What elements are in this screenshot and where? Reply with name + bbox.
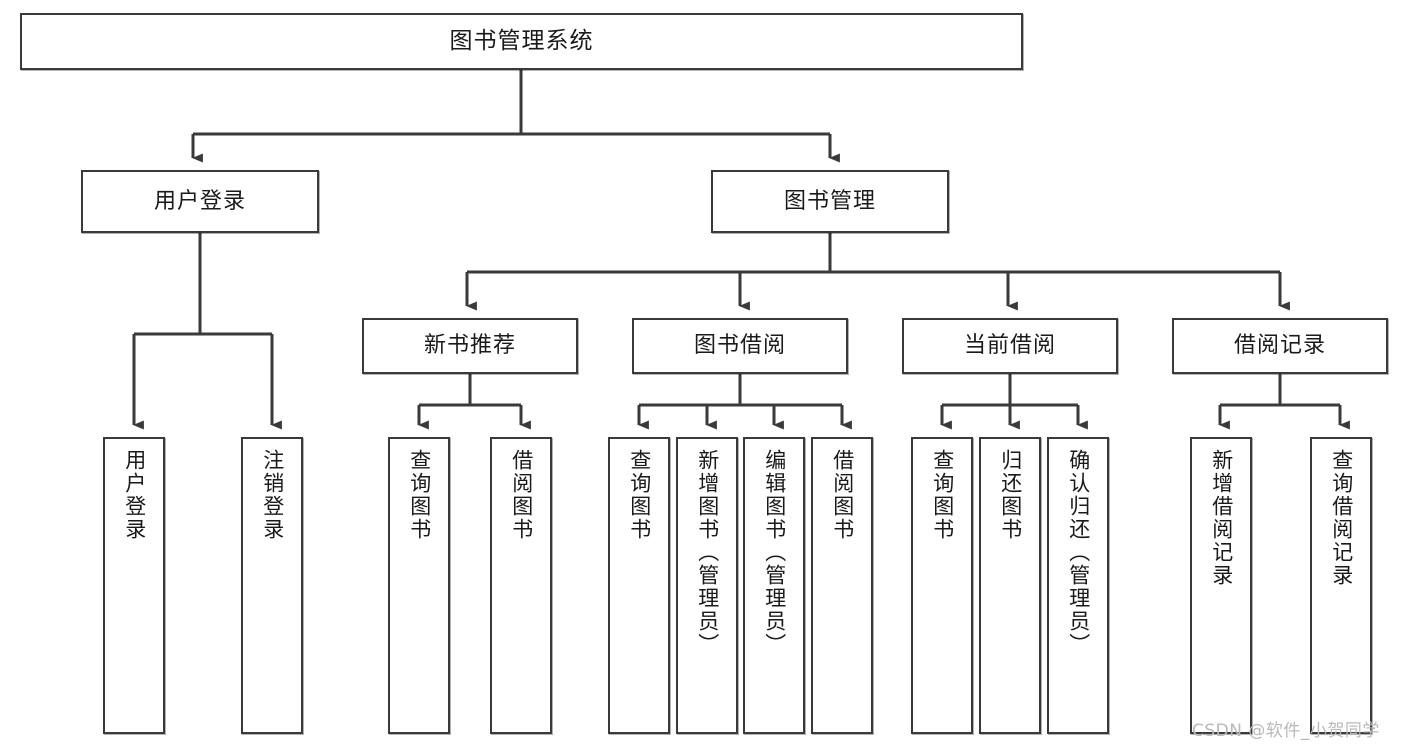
node-user-login[interactable]: 用户登录: [81, 170, 319, 233]
node-label: 新增图书（管理员）: [695, 449, 720, 656]
node-label: 编辑图书（管理员）: [762, 449, 787, 656]
node-label: 新书推荐: [423, 333, 516, 359]
node-label: 借阅图书: [830, 449, 855, 541]
leaf-borrow-record-query[interactable]: 查询借阅记录: [1310, 437, 1372, 734]
leaf-user-login-logout[interactable]: 注销登录: [241, 437, 303, 734]
node-label: 图书管理系统: [449, 27, 594, 54]
node-label: 查询图书: [930, 449, 955, 541]
node-root-system[interactable]: 图书管理系统: [20, 13, 1023, 70]
leaf-current-borrow-return[interactable]: 归还图书: [979, 437, 1041, 734]
node-label: 用户登录: [122, 449, 147, 541]
node-label: 借阅记录: [1233, 333, 1326, 359]
node-label: 当前借阅: [963, 333, 1056, 359]
leaf-borrow-record-add[interactable]: 新增借阅记录: [1190, 437, 1252, 734]
node-label: 新增借阅记录: [1209, 449, 1234, 587]
node-new-book-recommend[interactable]: 新书推荐: [362, 318, 578, 374]
leaf-book-borrow-borrow[interactable]: 借阅图书: [811, 437, 873, 734]
node-book-borrow[interactable]: 图书借阅: [632, 318, 848, 374]
leaf-new-book-query[interactable]: 查询图书: [388, 437, 450, 734]
node-book-management[interactable]: 图书管理: [711, 170, 949, 233]
leaf-new-book-borrow[interactable]: 借阅图书: [490, 437, 552, 734]
leaf-current-borrow-query[interactable]: 查询图书: [911, 437, 973, 734]
node-label: 注销登录: [260, 449, 285, 541]
leaf-user-login-login[interactable]: 用户登录: [103, 437, 165, 734]
csdn-watermark: CSDN @软件_小贺同学: [1192, 721, 1380, 741]
node-label: 确认归还（管理员）: [1066, 449, 1091, 656]
leaf-book-borrow-query[interactable]: 查询图书: [608, 437, 670, 734]
leaf-current-borrow-confirm-return[interactable]: 确认归还（管理员）: [1047, 437, 1109, 734]
node-label: 图书借阅: [693, 333, 786, 359]
node-label: 查询图书: [627, 449, 652, 541]
leaf-book-borrow-edit[interactable]: 编辑图书（管理员）: [743, 437, 805, 734]
leaf-book-borrow-add[interactable]: 新增图书（管理员）: [676, 437, 738, 734]
node-current-borrow[interactable]: 当前借阅: [902, 318, 1118, 374]
node-label: 图书管理: [783, 188, 876, 214]
node-label: 归还图书: [998, 449, 1023, 541]
node-label: 用户登录: [153, 188, 246, 214]
node-borrow-record[interactable]: 借阅记录: [1172, 318, 1388, 374]
node-label: 查询借阅记录: [1329, 449, 1354, 587]
node-label: 查询图书: [407, 449, 432, 541]
node-label: 借阅图书: [509, 449, 534, 541]
